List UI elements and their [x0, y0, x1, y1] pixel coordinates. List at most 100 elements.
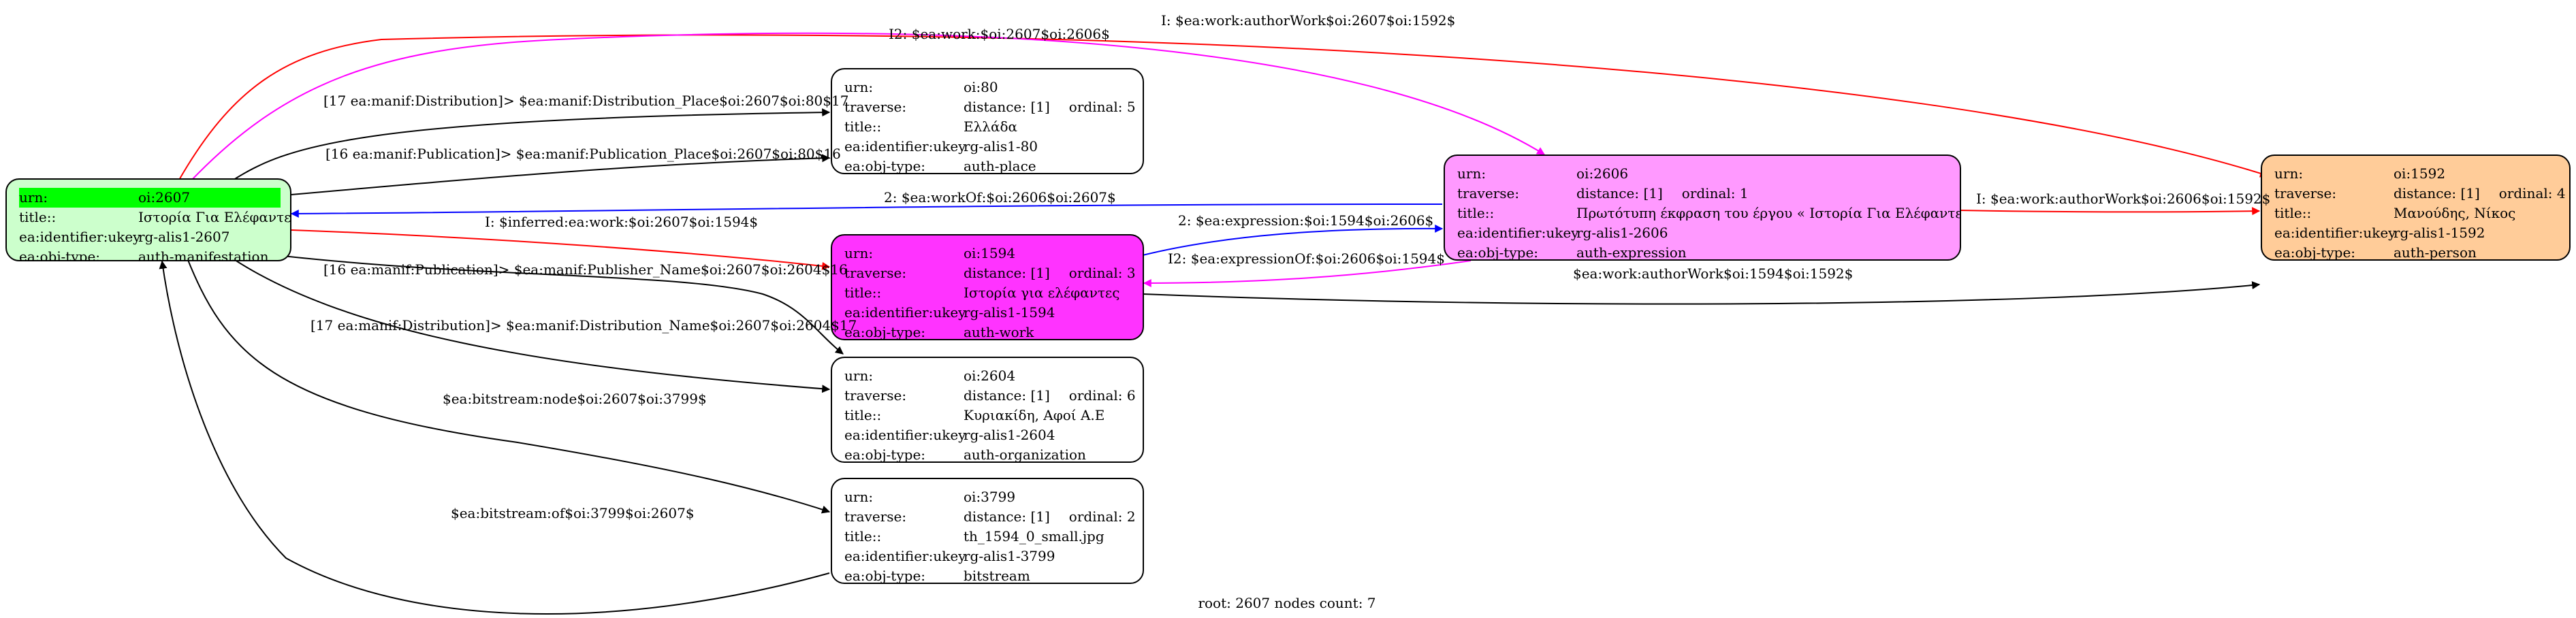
- field-value: Μανούδης, Νίκος: [2394, 204, 2569, 223]
- field-value: rg-alis1-1592: [2394, 223, 2569, 243]
- field-value-text: Πρωτότυπη έκφραση του έργου « Ιστορία Γι…: [1576, 205, 1961, 221]
- edge-label-author-1594: $ea:work:authorWork$oi:1594$oi:1592$: [1573, 265, 1854, 282]
- field-key: title::: [2274, 205, 2312, 221]
- edge-label-bitstream-of: $ea:bitstream:of$oi:3799$oi:2607$: [451, 505, 695, 521]
- node-field-row: urn:oi:3799: [844, 487, 1143, 507]
- field-value-text: oi:3799: [964, 489, 1016, 505]
- field-value-text: auth-work: [964, 324, 1034, 340]
- field-value: Πρωτότυπη έκφραση του έργου « Ιστορία Γι…: [1576, 204, 1961, 223]
- field-value: rg-alis1-2604: [964, 425, 1143, 445]
- field-value-text: oi:80: [964, 79, 998, 95]
- field-key: urn:: [844, 368, 874, 384]
- field-value-text: rg-alis1-3799: [964, 548, 1055, 564]
- node-field-row: traverse: distance: [1]ordinal: 1: [1457, 184, 1960, 204]
- field-value: auth-expression: [1576, 243, 1960, 261]
- field-value: bitstream: [964, 566, 1143, 583]
- field-key: ea:obj-type:: [19, 248, 101, 261]
- field-value-text: distance: [1]: [1576, 185, 1663, 201]
- field-value: oi:1592: [2394, 164, 2569, 184]
- field-key: title::: [844, 528, 882, 544]
- field-key: ea:identifier:ukey: [2274, 225, 2396, 241]
- node-field-row: urn:oi:80: [844, 78, 1143, 97]
- field-value-text: Κυριακίδη, Αφοί Α.Ε: [964, 407, 1105, 423]
- node-field-row: title::th_1594_0_small.jpg: [844, 527, 1143, 547]
- field-value: rg-alis1-2606: [1576, 223, 1960, 243]
- field-value: oi:80: [964, 78, 1143, 97]
- node-field-row: title::Κυριακίδη, Αφοί Α.Ε: [844, 406, 1143, 425]
- field-value-text: auth-expression: [1576, 244, 1687, 261]
- node-field-row: traverse: distance: [1]ordinal: 6: [844, 386, 1143, 406]
- field-value-text: distance: [1]: [964, 508, 1050, 525]
- node-field-row: title::Μανούδης, Νίκος: [2274, 204, 2569, 223]
- node-field-row: urn:oi:2607: [19, 188, 281, 208]
- edge-label-author-2606: I: $ea:work:authorWork$oi:2606$oi:1592$: [1976, 191, 2271, 207]
- edge-work-2607: [190, 32, 1546, 182]
- field-ordinal: ordinal: 6: [1068, 387, 1136, 404]
- edge-workof: [290, 204, 1443, 218]
- field-key: traverse:: [844, 387, 907, 404]
- field-value: Ελλάδα: [964, 117, 1143, 137]
- field-key: ea:obj-type:: [844, 324, 926, 340]
- edge-distribution-name: [224, 253, 831, 393]
- field-value: distance: [1]ordinal: 1: [1576, 184, 1960, 204]
- node-field-row: ea:obj-type: auth-person: [2274, 243, 2569, 261]
- edge-label-publication-place: [16 ea:manif:Publication]> $ea:manif:Pub…: [325, 146, 841, 162]
- field-value-text: th_1594_0_small.jpg: [964, 528, 1104, 544]
- field-value: rg-alis1-1594: [964, 303, 1143, 323]
- edge-label-workof: 2: $ea:workOf:$oi:2606$oi:2607$: [884, 189, 1116, 206]
- node-field-row: ea:obj-type: auth-work: [844, 323, 1143, 340]
- field-value-text: distance: [1]: [964, 265, 1050, 281]
- edge-label-expression: 2: $ea:expression:$oi:1594$oi:2606$: [1178, 212, 1434, 229]
- edge-bitstream-of: [159, 260, 830, 615]
- field-key: ea:obj-type:: [844, 568, 926, 584]
- field-value-text: oi:1592: [2394, 165, 2446, 182]
- field-value: auth-place: [964, 157, 1143, 174]
- field-key: ea:obj-type:: [2274, 244, 2356, 261]
- field-value-text: rg-alis1-2606: [1576, 225, 1668, 241]
- field-value-text: auth-place: [964, 158, 1036, 174]
- field-key: title::: [19, 209, 57, 225]
- field-key: traverse:: [2274, 185, 2337, 201]
- field-key: title::: [844, 118, 882, 135]
- node-oi-2604[interactable]: urn: oi:2604 traverse: distance: [1]ordinal…: [831, 357, 1144, 463]
- field-key: ea:identifier:ukey: [19, 229, 141, 245]
- field-value-text: auth-person: [2394, 244, 2477, 261]
- field-value: oi:2604: [964, 366, 1143, 386]
- node-field-row: traverse:distance: [1]ordinal: 2: [844, 507, 1143, 527]
- field-value: oi:3799: [964, 487, 1143, 507]
- field-value-text: Μανούδης, Νίκος: [2394, 205, 2516, 221]
- field-key: ea:obj-type:: [1457, 244, 1539, 261]
- field-value: Ιστορία Για Ελέφαντες: [138, 208, 290, 227]
- field-key: traverse:: [844, 99, 907, 115]
- field-key: urn:: [1457, 165, 1486, 182]
- field-value-text: rg-alis1-1594: [964, 304, 1055, 321]
- field-key: traverse:: [1457, 185, 1520, 201]
- field-value: distance: [1]ordinal: 2: [964, 507, 1143, 527]
- field-value: oi:2607: [138, 188, 281, 208]
- field-key: traverse:: [844, 265, 907, 281]
- node-field-row: ea:obj-type: auth-expression: [1457, 243, 1960, 261]
- node-field-row: ea:obj-type: bitstream: [844, 566, 1143, 584]
- edge-label-distribution-place: [17 ea:manif:Distribution]> $ea:manif:Di…: [323, 93, 849, 109]
- node-field-row: traverse:distance: [1]ordinal: 3: [844, 263, 1143, 283]
- edge-label-distribution-name: [17 ea:manif:Distribution]> $ea:manif:Di…: [311, 317, 857, 334]
- field-ordinal: ordinal: 4: [2498, 185, 2566, 201]
- field-value-text: oi:2607: [138, 189, 191, 206]
- field-value: distance: [1]ordinal: 6: [964, 386, 1143, 406]
- edge-expression: [1142, 224, 1444, 256]
- node-field-row: urn: oi:2604: [844, 366, 1143, 386]
- field-value-text: auth-organization: [964, 446, 1086, 463]
- node-field-row: traverse:distance: [1]ordinal: 4: [2274, 184, 2569, 204]
